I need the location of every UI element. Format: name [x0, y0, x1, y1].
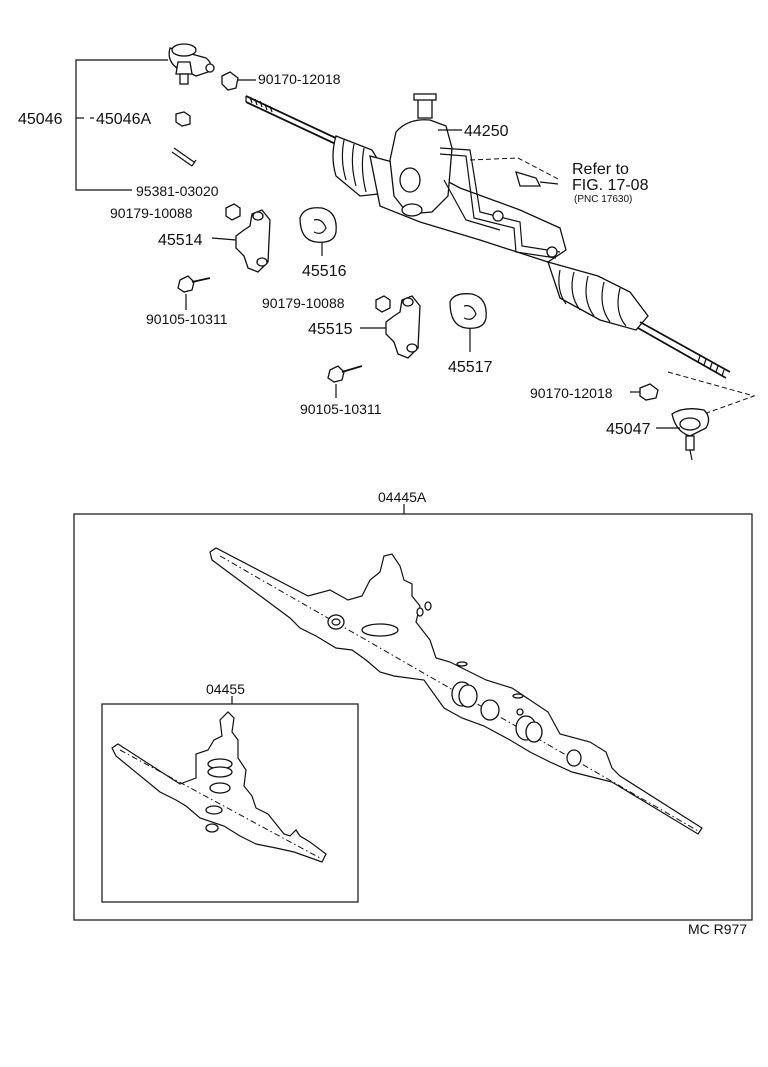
label-kit-04445a: 04445A [378, 489, 427, 505]
label-kit-04455: 04455 [206, 681, 245, 697]
bushing-45516 [299, 207, 337, 256]
kit-box-04445a [73, 504, 753, 921]
footer-code: MC R977 [688, 921, 747, 937]
label-90170-bottom: 90170-12018 [530, 385, 613, 401]
label-90179-b: 90179-10088 [262, 295, 345, 311]
bolt-90105-a [177, 275, 211, 310]
label-45517: 45517 [448, 359, 493, 376]
label-44250: 44250 [464, 123, 509, 140]
clamp-45514 [211, 209, 271, 273]
label-45047: 45047 [606, 421, 651, 438]
label-95381: 95381-03020 [136, 183, 219, 199]
tie-rod-end-left [168, 43, 215, 85]
rack-housing [245, 93, 731, 379]
label-45514: 45514 [158, 232, 203, 249]
bolt-90105-b [327, 365, 363, 398]
refer-connector [469, 157, 561, 187]
label-45046: 45046 [18, 111, 63, 128]
cotter-pin [171, 147, 197, 167]
tie-rod-end-right [630, 371, 756, 461]
label-45516: 45516 [302, 263, 347, 280]
label-refer-2: FIG. 17-08 [572, 177, 649, 194]
nut-90179-a [225, 203, 241, 221]
label-90105-a: 90105-10311 [146, 311, 228, 327]
label-45046a: 45046A [96, 111, 151, 128]
bracket-45046 [75, 59, 168, 191]
label-refer-1: Refer to [572, 161, 629, 178]
kit-box-04455 [101, 696, 359, 903]
nut-45046a [175, 111, 191, 127]
label-90105-b: 90105-10311 [300, 401, 382, 417]
label-90170-top: 90170-12018 [258, 71, 341, 87]
clamp-45515 [360, 295, 421, 359]
nut-90179-b [375, 295, 391, 313]
label-90179-a: 90179-10088 [110, 205, 193, 221]
label-45515: 45515 [308, 321, 353, 338]
nut-90170-top [221, 71, 256, 91]
bushing-45517 [449, 293, 487, 352]
label-refer-3: (PNC 17630) [574, 194, 632, 205]
